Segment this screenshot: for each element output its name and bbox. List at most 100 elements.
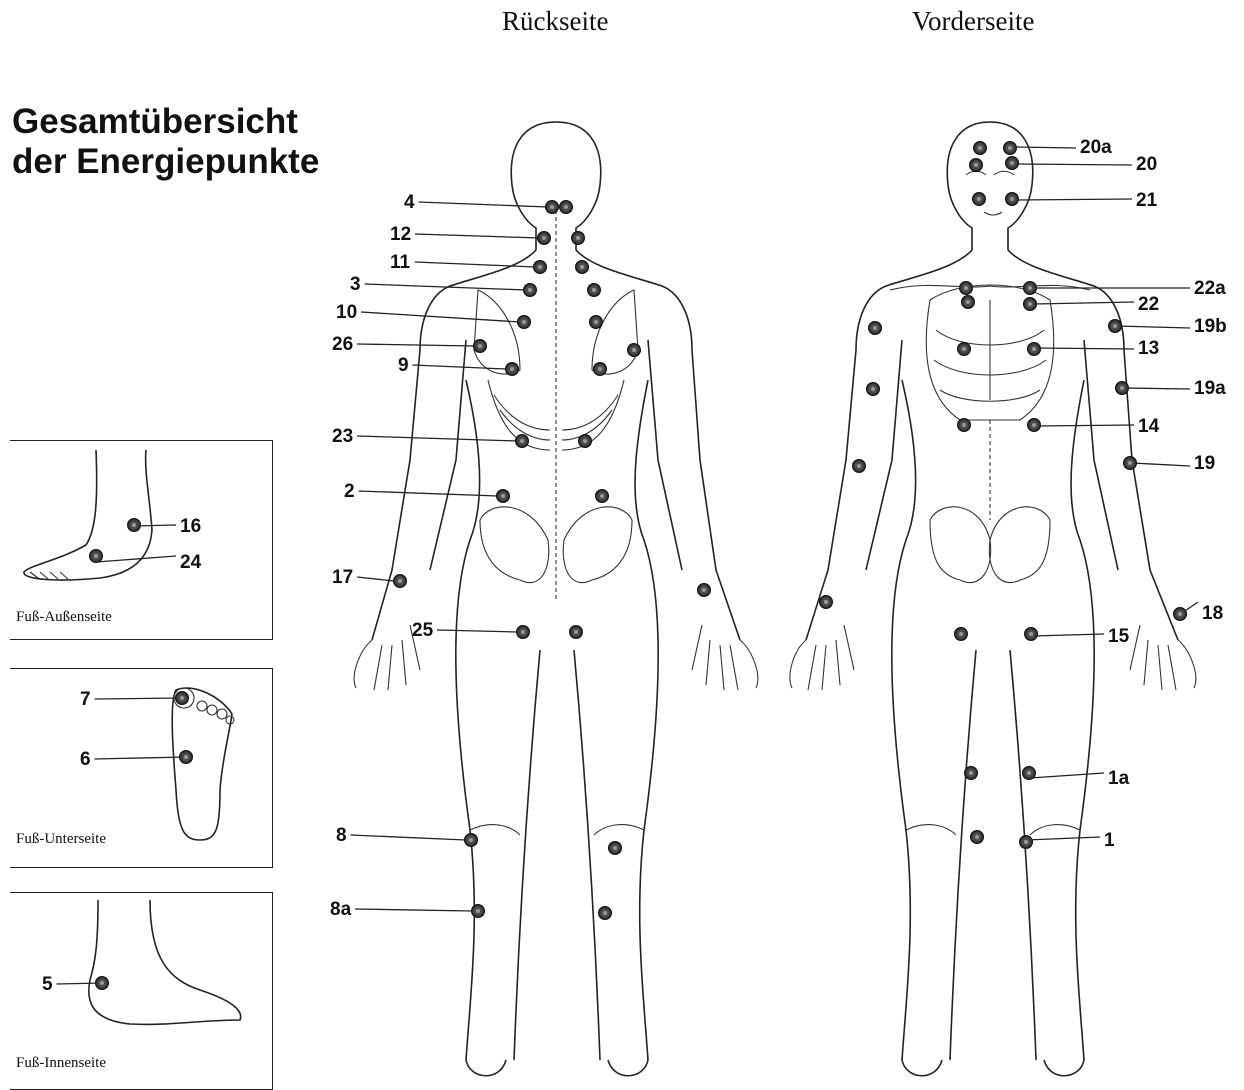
energy-point-label: 23 [332,426,353,447]
leader-line [357,344,474,346]
energy-point-label: 19 [1194,453,1215,474]
energy-point-label: 1 [1104,830,1115,851]
energy-point-dot-center [100,981,104,985]
energy-point-19b: 19b [869,316,1227,337]
energy-point-dot-center [857,464,861,468]
energy-point-label: 7 [80,689,91,710]
points-layer: 41211310269232172588a20a202122a2219b1319… [42,137,1227,995]
leader-line [1014,147,1076,148]
energy-point-22: 22 [962,294,1160,315]
energy-point-label: 22a [1194,278,1226,299]
energy-point-20a: 20a [974,137,1113,158]
energy-point-dot-center [520,439,524,443]
energy-point-label: 11 [390,252,411,273]
energy-point-label: 19a [1194,378,1226,399]
energy-point-dot-center [538,265,542,269]
leader-line [96,556,176,562]
energy-point-dot-center [1178,612,1182,616]
energy-point-dot-center [469,838,473,842]
energy-point-label: 20a [1080,137,1112,158]
energy-point-label: 26 [332,334,353,355]
energy-point-dot-center [398,579,402,583]
leader-line [1036,425,1134,426]
energy-point-dot-center [594,320,598,324]
energy-point-22a: 22a [960,278,1227,299]
energy-point-dot-center [962,423,966,427]
foot-sole-sketch [172,688,234,840]
energy-point-dot-center [873,326,877,330]
energy-point-label: 10 [336,302,357,323]
energy-point-dot-center [824,600,828,604]
energy-point-9: 9 [398,355,607,376]
energy-point-2: 2 [344,481,609,503]
energy-point-dot-center [132,523,136,527]
energy-point-label: 12 [390,224,411,245]
energy-point-dot-center [598,367,602,371]
energy-point-label: 9 [398,355,409,376]
leader-line [1026,837,1100,840]
leader-line [1016,199,1132,200]
leader-line [359,491,499,496]
energy-point-dot-center [1010,197,1014,201]
energy-point-label: 21 [1136,190,1158,211]
energy-point-dot-center [576,236,580,240]
energy-point-label: 8a [330,899,352,920]
energy-point-dot-center [94,554,98,558]
energy-point-dot-center [476,909,480,913]
front-figure [790,122,1196,1076]
energy-point-dot-center [564,205,568,209]
leader-line [357,577,394,581]
energy-point-label: 19b [1194,316,1227,337]
energy-point-dot-center [974,163,978,167]
energy-point-11: 11 [390,252,589,274]
energy-point-dot-center [1028,286,1032,290]
energy-point-dot-center [966,300,970,304]
energy-point-dot-center [978,146,982,150]
energy-point-dot-center [632,348,636,352]
energy-point-6: 6 [80,749,193,770]
energy-point-dot-center [574,630,578,634]
energy-point-label: 17 [332,567,353,588]
energy-point-1: 1 [971,830,1116,851]
energy-point-dot-center [977,197,981,201]
energy-point-1a: 1a [965,767,1130,790]
energy-point-dot-center [603,911,607,915]
energy-point-dot-center [1120,386,1124,390]
energy-point-dot-center [542,236,546,240]
energy-point-16: 16 [128,516,202,537]
energy-point-label: 6 [80,749,91,770]
leader-line [1132,463,1190,466]
energy-point-8a: 8a [330,899,612,920]
leader-line [437,630,518,632]
energy-point-dot-center [702,588,706,592]
leader-line [351,835,467,840]
foot-outer-sketch [24,450,152,580]
leader-line [419,202,549,207]
energy-point-dot-center [1032,347,1036,351]
energy-point-label: 15 [1108,626,1130,647]
energy-point-10: 10 [336,302,603,329]
leader-line [355,909,472,911]
leader-line [361,312,520,322]
energy-point-dot-center [1029,632,1033,636]
leader-line [95,757,187,759]
energy-point-dot-center [600,494,604,498]
leader-line [1116,326,1190,328]
energy-point-label: 1a [1108,768,1130,789]
back-figure [354,122,758,1076]
leader-line [95,698,185,699]
energy-point-label: 16 [180,516,201,537]
energy-point-label: 4 [404,192,415,213]
energy-point-dot-center [501,494,505,498]
energy-point-label: 18 [1202,603,1223,624]
energy-point-label: 14 [1138,416,1160,437]
energy-point-dot-center [510,367,514,371]
leader-line [1036,348,1134,349]
leader-line [1018,164,1132,165]
energy-point-dot-center [180,696,184,700]
energy-point-dot-center [964,286,968,290]
energy-point-dot-center [1027,771,1031,775]
energy-point-3: 3 [350,274,601,297]
energy-point-dot-center [1028,302,1032,306]
energy-point-dot-center [1024,840,1028,844]
